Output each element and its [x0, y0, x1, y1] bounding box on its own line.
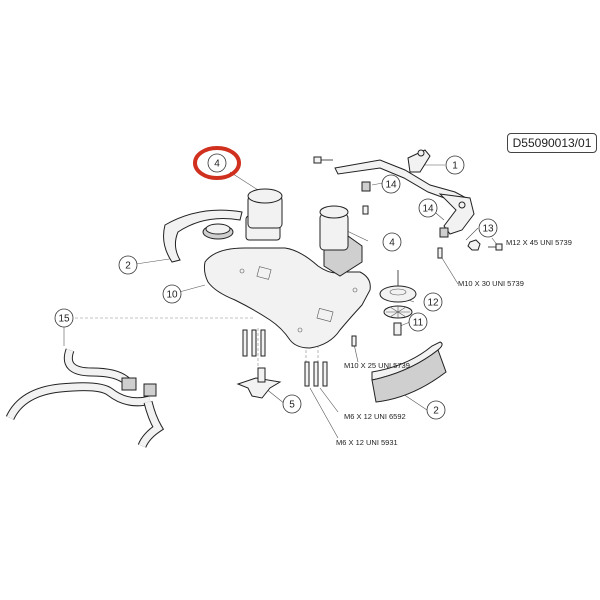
callout-label: 15: [58, 314, 70, 325]
callout-label: 11: [413, 318, 424, 329]
lever-bracket-part: [334, 149, 475, 235]
callout-14-bottom: 14: [418, 198, 438, 218]
callout-label: 1: [452, 161, 458, 172]
bolt-top: [313, 156, 333, 164]
callout-15: 15: [54, 308, 74, 328]
callout-1: 1: [445, 155, 465, 175]
motor-right-part: [319, 205, 363, 277]
fastener-specs: M12 X 45 UNI 5739 M10 X 30 UNI 5739 M10 …: [336, 238, 572, 447]
callout-label: 2: [125, 261, 131, 272]
callout-label: 14: [385, 180, 397, 191]
callout-label: 14: [422, 204, 434, 215]
callout-label: 12: [427, 298, 439, 309]
callout-label: 4: [214, 159, 220, 170]
pulley-part: [379, 270, 417, 336]
nut-part: [437, 239, 503, 259]
base-plate-part: [203, 247, 371, 349]
motor-left-part: [245, 188, 283, 241]
drawing-code-label: D55090013/01: [507, 133, 597, 153]
hose-assembly-part: [5, 348, 165, 448]
callout-10: 10: [162, 284, 182, 304]
spec-m12x45: M12 X 45 UNI 5739: [506, 238, 572, 247]
callout-label: 10: [166, 290, 178, 301]
callout-label: 2: [433, 406, 439, 417]
callout-14-top: 14: [381, 174, 401, 194]
callout-12: 12: [423, 292, 443, 312]
leader-lines: [63, 164, 499, 439]
bushing-part: [361, 181, 449, 238]
brush-holder-part: [236, 367, 282, 399]
callout-2-right: 2: [426, 400, 446, 420]
spec-m10x30: M10 X 30 UNI 5739: [458, 279, 524, 288]
callout-11: 11: [408, 312, 428, 332]
callout-label: 5: [289, 400, 295, 411]
spec-m6x12-5931: M6 X 12 UNI 5931: [336, 438, 398, 447]
spec-m10x25: M10 X 25 UNI 5739: [344, 361, 410, 370]
callouts: 1 2 2 4 4 5 10 11: [54, 153, 498, 420]
highlight-ring: [193, 146, 241, 180]
callout-label: 13: [482, 224, 494, 235]
right-guard-part: [371, 341, 447, 403]
callout-2-left: 2: [118, 255, 138, 275]
callout-13: 13: [478, 218, 498, 238]
callout-label: 4: [389, 238, 395, 249]
callout-4-highlighted: 4: [207, 153, 227, 173]
spec-m6x12-6592: M6 X 12 UNI 6592: [344, 412, 406, 421]
callout-5: 5: [282, 394, 302, 414]
callout-4-right: 4: [382, 232, 402, 252]
left-guard-part: [163, 209, 243, 263]
screws-part: [242, 329, 357, 387]
